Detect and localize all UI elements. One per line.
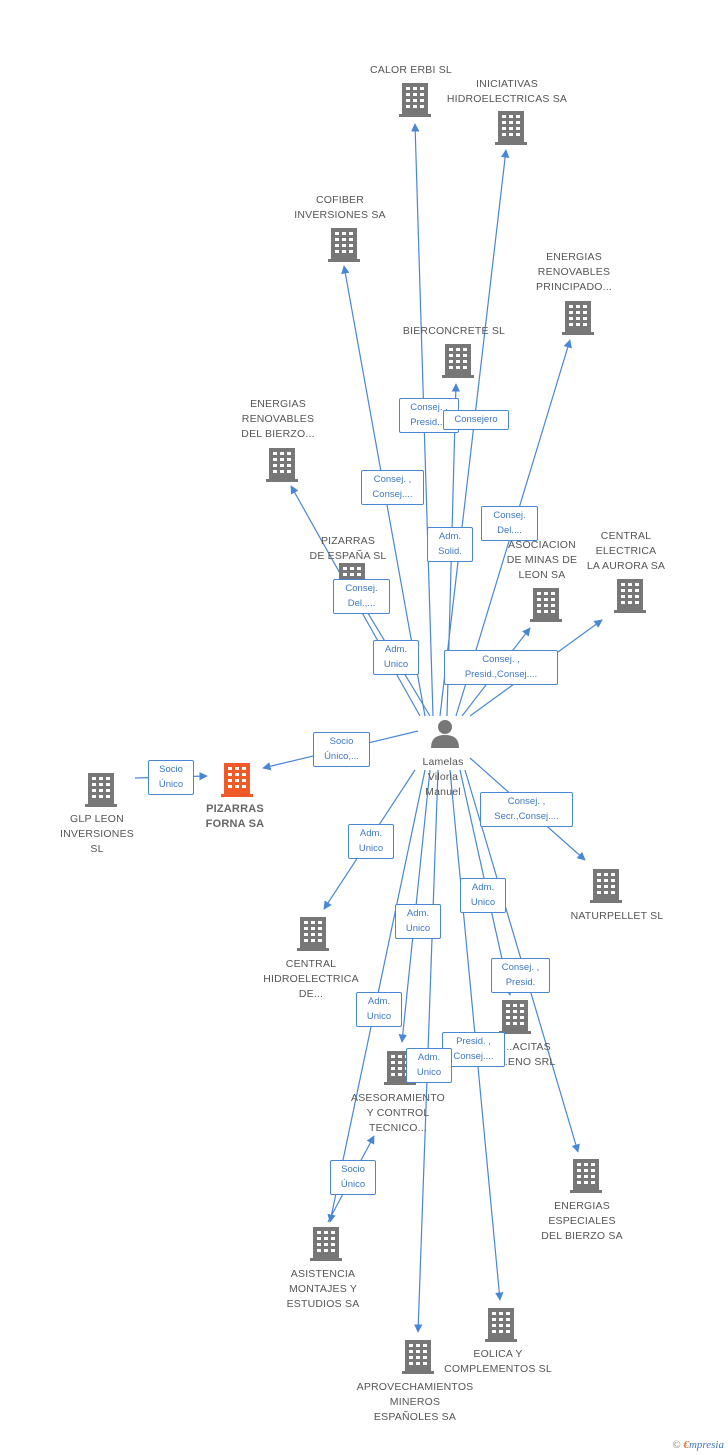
role-label-adm-unico-asist: Adm. Unico xyxy=(356,992,402,1027)
building-icon-iniciativas[interactable] xyxy=(495,111,527,145)
company-label-central-hidro[interactable]: CENTRAL HIDROELECTRICA DE... xyxy=(263,958,359,1000)
company-label-central-aurora[interactable]: CENTRAL ELECTRICA LA AURORA SA xyxy=(586,530,666,572)
role-label-consejero: Consejero xyxy=(443,410,509,430)
building-icon-asociacion-minas[interactable] xyxy=(530,588,562,622)
company-label-energias-bierzo[interactable]: ENERGIAS RENOVABLES DEL BIERZO... xyxy=(241,398,315,440)
company-label-cofiber[interactable]: COFIBER INVERSIONES SA xyxy=(294,194,386,221)
building-icon-energias-especiales[interactable] xyxy=(570,1159,602,1193)
building-icon-bierconcrete[interactable] xyxy=(442,344,474,378)
footer-brand[interactable]: © €mpresia xyxy=(672,1439,724,1451)
role-label-adm-unico-cacitas: Adm. Unico xyxy=(460,878,506,913)
company-label-pizarras-cacitas[interactable]: ...ACITAS ...ENO SRL xyxy=(498,1041,556,1068)
building-icon-central-aurora[interactable] xyxy=(614,579,646,613)
role-label-consej-consej: Consej. , Consej.... xyxy=(361,470,424,505)
role-label-socio-unico-forna: Socio Único,... xyxy=(313,732,370,767)
company-label-eolica[interactable]: EOLICA Y COMPLEMENTOS SL xyxy=(444,1348,552,1375)
role-label-adm-unico-espana: Adm. Unico xyxy=(373,640,419,675)
role-label-socio-unico-asist: Socio Único xyxy=(330,1160,376,1195)
company-label-calor-erbi[interactable]: CALOR ERBI SL xyxy=(370,64,452,76)
company-label-energias-principado[interactable]: ENERGIAS RENOVABLES PRINCIPADO... xyxy=(536,251,612,293)
role-label-presid-consej: Presid. , Consej.... xyxy=(442,1032,505,1067)
role-label-socio-unico-glp: Socio Único xyxy=(148,760,194,795)
building-icon-glp-leon[interactable] xyxy=(85,773,117,807)
company-label-pizarras-espana[interactable]: PIZARRAS DE ESPAÑA SL xyxy=(309,535,387,562)
building-icon-central-hidro[interactable] xyxy=(297,917,329,951)
copyright-icon: © xyxy=(672,1439,681,1451)
edges-layer xyxy=(134,123,603,1333)
company-label-energias-especiales[interactable]: ENERGIAS ESPECIALES DEL BIERZO SA xyxy=(541,1200,623,1242)
person-icon[interactable] xyxy=(431,720,459,748)
company-label-asesoramiento[interactable]: ASESORAMIENTO Y CONTROL TECNICO... xyxy=(350,1092,445,1134)
company-label-glp-leon[interactable]: GLP LEON INVERSIONES SL xyxy=(60,813,134,855)
role-label-adm-unico-aprov: Adm. Unico xyxy=(406,1048,452,1083)
company-label-naturpellet[interactable]: NATURPELLET SL xyxy=(570,910,664,922)
role-label-consej-del-principado: Consej. Del.... xyxy=(481,506,538,541)
role-label-adm-solid: Adm. Solid. xyxy=(427,527,473,562)
role-label-adm-unico-hidro: Adm. Unico xyxy=(348,824,394,859)
role-label-adm-unico-asesor: Adm. Unico xyxy=(395,904,441,939)
nodes-layer xyxy=(85,83,646,1374)
company-label-aprovechamientos[interactable]: APROVECHAMIENTOS MINEROS ESPAÑOLES SA xyxy=(356,1381,474,1423)
role-label-consej-presid-consej: Consej. , Presid.,Consej.... xyxy=(444,650,558,685)
role-label-consej-del-espana: Consej. Del.,... xyxy=(333,579,390,614)
company-label-asistencia[interactable]: ASISTENCIA MONTAJES Y ESTUDIOS SA xyxy=(286,1268,360,1310)
building-icon-cofiber[interactable] xyxy=(328,228,360,262)
role-label-consej-secr: Consej. , Secr.,Consej.... xyxy=(480,792,573,827)
building-icon-pizarras-cacitas[interactable] xyxy=(499,1000,531,1034)
building-icon-pizarras-forna[interactable] xyxy=(221,763,253,797)
building-icon-naturpellet[interactable] xyxy=(590,869,622,903)
role-label-consej-presid-esp: Consej. , Presid. xyxy=(491,958,550,993)
company-label-pizarras-forna[interactable]: PIZARRAS FORNA SA xyxy=(205,803,265,830)
company-label-bierconcrete[interactable]: BIERCONCRETE SL xyxy=(402,325,506,337)
empresia-logo-icon: € xyxy=(683,1439,689,1451)
building-icon-energias-principado[interactable] xyxy=(562,301,594,335)
building-icon-eolica[interactable] xyxy=(485,1308,517,1342)
building-icon-energias-bierzo[interactable] xyxy=(266,448,298,482)
brand-name: mpresia xyxy=(688,1439,724,1451)
person-name-label[interactable]: Lamelas Viloria Manuel xyxy=(422,756,464,798)
company-label-asociacion-minas[interactable]: ASOCIACION DE MINAS DE LEON SA xyxy=(506,539,578,581)
building-icon-asistencia[interactable] xyxy=(310,1227,342,1261)
building-icon-calor-erbi[interactable] xyxy=(399,83,431,117)
company-label-iniciativas[interactable]: INICIATIVAS HIDROELECTRICAS SA xyxy=(446,78,568,105)
edge-person-to-iniciativas xyxy=(439,149,510,717)
